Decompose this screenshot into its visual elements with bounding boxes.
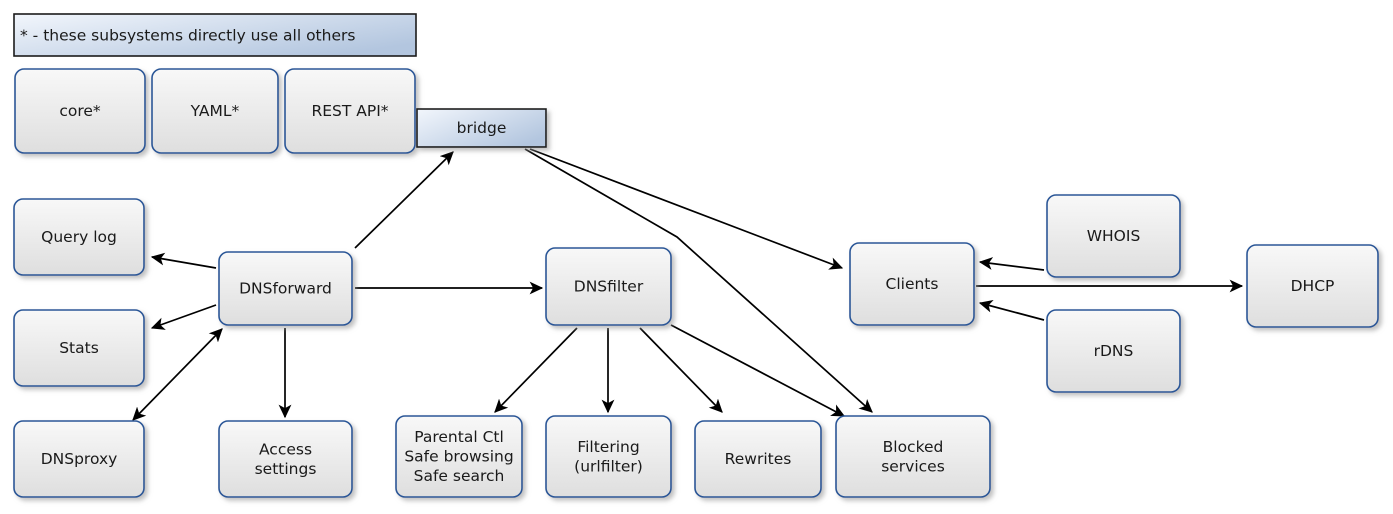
edges-layer [132, 148, 1244, 421]
node-label: Stats [59, 339, 99, 357]
node-label: DHCP [1291, 277, 1335, 295]
node-box [1046, 309, 1181, 393]
legend-text: * - these subsystems directly use all ot… [20, 27, 355, 45]
legend-box [13, 13, 417, 57]
node-filtering[interactable]: Filtering(urlfilter) [545, 415, 672, 498]
node-box [218, 420, 353, 498]
node-label: Filtering(urlfilter) [574, 437, 643, 475]
edge-dnsfilter-rewrites [639, 327, 723, 413]
node-querylog[interactable]: Query log [13, 198, 145, 276]
node-box [545, 415, 672, 498]
node-box [1046, 194, 1181, 278]
node-label: rDNS [1094, 342, 1134, 360]
node-dnsforward[interactable]: DNSforward [218, 251, 353, 326]
node-box [835, 415, 991, 498]
node-box [151, 68, 279, 154]
legend-note: * - these subsystems directly use all ot… [13, 13, 417, 57]
edge-dnsforward-dnsproxy [132, 328, 223, 421]
node-label: Rewrites [725, 450, 792, 468]
node-label: Query log [41, 228, 117, 246]
node-dhcp[interactable]: DHCP [1246, 244, 1379, 328]
node-rdns[interactable]: rDNS [1046, 309, 1181, 393]
node-box [13, 198, 145, 276]
node-core[interactable]: core* [14, 68, 146, 154]
node-label: Clients [886, 275, 939, 293]
node-box [545, 247, 672, 326]
node-bridge[interactable]: bridge [416, 108, 547, 148]
node-dnsproxy[interactable]: DNSproxy [13, 420, 145, 498]
node-box [395, 415, 523, 498]
edge-dnsfilter-parental [494, 327, 578, 413]
node-dnsfilter[interactable]: DNSfilter [545, 247, 672, 326]
node-box [1246, 244, 1379, 328]
node-box [218, 251, 353, 326]
node-label: WHOIS [1087, 227, 1141, 245]
edge-whois-clients [978, 257, 1045, 271]
node-label: bridge [457, 119, 507, 137]
node-box [849, 242, 975, 326]
node-box [416, 108, 547, 148]
edge-dnsforward-stats [150, 304, 217, 330]
node-box [284, 68, 416, 154]
node-label: YAML* [190, 102, 240, 120]
node-yaml[interactable]: YAML* [151, 68, 279, 154]
node-box [694, 420, 822, 498]
node-restapi[interactable]: REST API* [284, 68, 416, 154]
node-rewrites[interactable]: Rewrites [694, 420, 822, 498]
node-box [13, 420, 145, 498]
edge-dnsforward-bridge [354, 151, 454, 249]
node-label: core* [59, 102, 101, 120]
node-box [13, 309, 145, 387]
node-box [14, 68, 146, 154]
node-label: DNSforward [239, 279, 332, 297]
edge-dnsfilter-blocked [670, 324, 846, 417]
edge-dnsforward-querylog [150, 252, 217, 269]
node-clients[interactable]: Clients [849, 242, 975, 326]
node-label: DNSfilter [574, 277, 644, 295]
node-whois[interactable]: WHOIS [1046, 194, 1181, 278]
node-stats[interactable]: Stats [13, 309, 145, 387]
edge-bridge-clients [529, 148, 844, 270]
node-label: DNSproxy [41, 450, 118, 468]
node-label: REST API* [311, 102, 388, 120]
edge-bridge-blocked [524, 148, 873, 413]
edge-rdns-clients [978, 299, 1045, 321]
